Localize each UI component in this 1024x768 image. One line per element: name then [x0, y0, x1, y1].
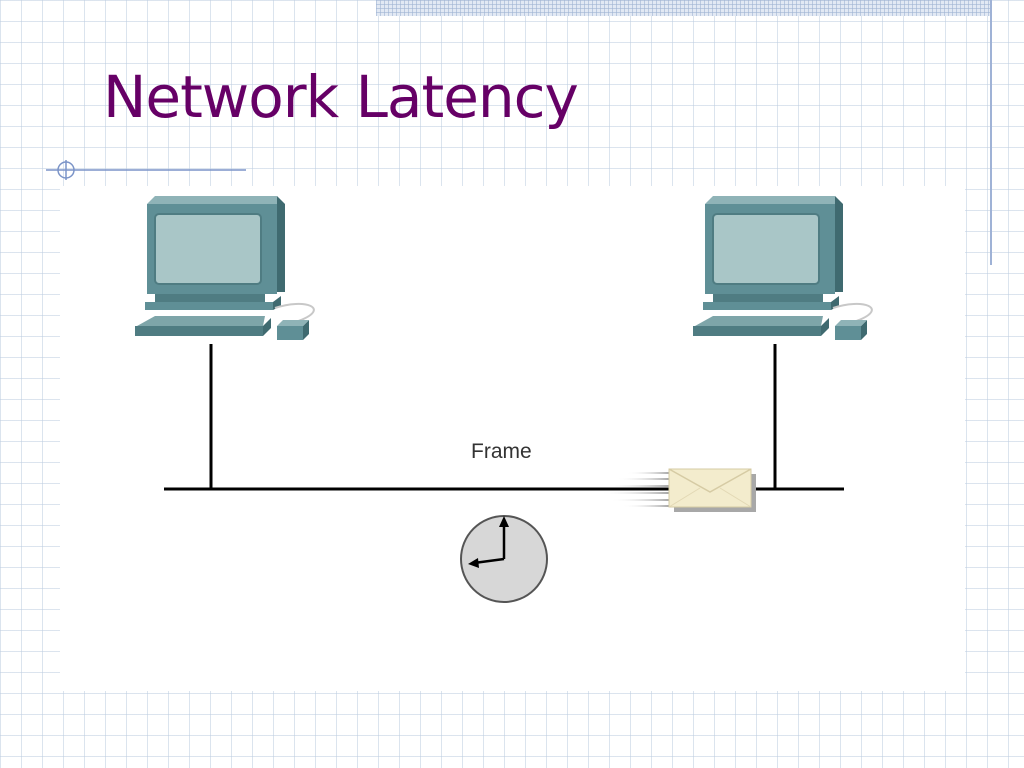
motion-streaks	[600, 472, 670, 507]
clock-icon	[460, 515, 548, 603]
diagram-panel: Frame	[60, 186, 965, 691]
right-rule	[990, 0, 992, 265]
title-underline-ornament	[46, 160, 246, 180]
computer-right-icon	[692, 195, 873, 341]
slide-title: Network Latency	[103, 63, 579, 131]
header-band	[376, 0, 990, 16]
computer-left-icon	[134, 195, 315, 341]
frame-envelope-icon	[668, 468, 756, 512]
network-diagram: Frame	[134, 195, 873, 603]
frame-label: Frame	[471, 440, 532, 463]
